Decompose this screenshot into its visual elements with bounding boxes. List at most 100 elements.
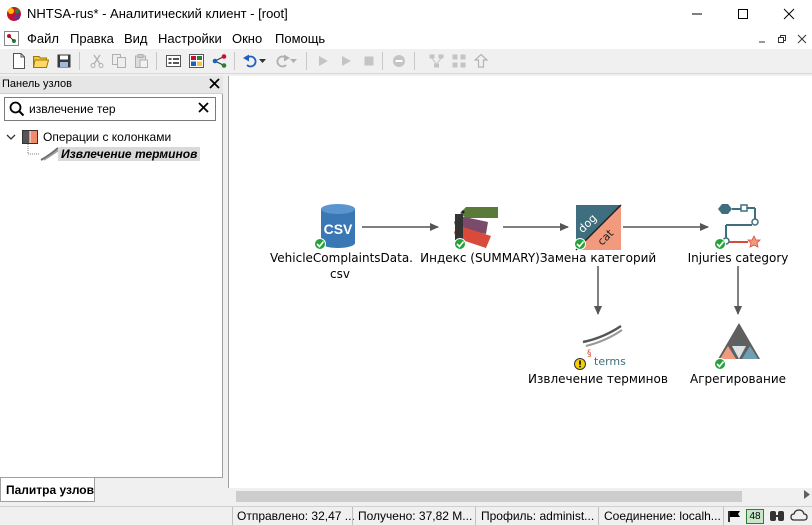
cancel-button[interactable]	[390, 52, 408, 70]
mdi-restore-button[interactable]	[776, 33, 788, 45]
server-load-badge: 48	[746, 509, 764, 524]
close-window-button[interactable]	[766, 0, 812, 28]
term-extraction-node-icon[interactable]: § terms	[582, 324, 626, 368]
properties-button[interactable]	[164, 52, 182, 70]
save-icon	[57, 54, 71, 68]
stop-button[interactable]	[360, 52, 378, 70]
copy-button[interactable]	[110, 52, 128, 70]
cancel-icon	[393, 55, 405, 67]
ok-status-icon	[454, 238, 466, 250]
maximize-button[interactable]	[720, 0, 766, 28]
workflow-canvas[interactable]	[228, 76, 812, 488]
new-button[interactable]	[10, 52, 28, 70]
mdi-close-button[interactable]	[796, 33, 808, 45]
node-label-replace: Замена категорий	[539, 251, 657, 265]
node-label-injuries: Injuries category	[687, 251, 789, 265]
menu-window[interactable]: Окно	[232, 31, 263, 46]
grid-button[interactable]	[450, 52, 468, 70]
open-button[interactable]	[32, 52, 50, 70]
scroll-right-button[interactable]	[804, 490, 810, 501]
node-search-input[interactable]	[29, 101, 189, 117]
close-icon	[797, 34, 807, 44]
minimize-icon	[759, 41, 765, 43]
injuries-category-node-icon[interactable]	[718, 204, 761, 248]
node-search-box	[4, 97, 216, 121]
status-received: Получено: 37,82 М...	[358, 509, 473, 523]
menu-view[interactable]: Вид	[124, 31, 148, 46]
restore-icon	[778, 35, 786, 43]
status-profile: Профиль: administ...	[481, 509, 595, 523]
node-label-csv-line2: csv	[330, 267, 350, 281]
paste-button[interactable]	[132, 52, 150, 70]
aggregate-node-icon[interactable]	[718, 323, 760, 359]
mdi-minimize-button[interactable]	[756, 33, 768, 45]
share-icon	[212, 54, 226, 68]
node-label-aggregate: Агрегирование	[689, 372, 787, 386]
terms-icon-text: terms	[594, 355, 626, 368]
stop-icon	[364, 56, 374, 66]
minimize-button[interactable]	[674, 0, 720, 28]
cut-button[interactable]	[88, 52, 106, 70]
index-node-icon[interactable]	[454, 207, 498, 248]
run-icon	[319, 56, 328, 66]
close-icon	[209, 78, 220, 89]
run-step-button[interactable]	[337, 52, 355, 70]
promote-button[interactable]	[472, 52, 490, 70]
run-step-icon	[342, 56, 351, 66]
open-icon	[33, 56, 49, 68]
csv-source-node-icon[interactable]: CSV	[321, 204, 355, 248]
window-title: NHTSA-rus* - Аналитический клиент - [roo…	[27, 6, 288, 21]
undo-icon	[243, 54, 257, 68]
menu-edit[interactable]: Правка	[70, 31, 114, 46]
menu-settings[interactable]: Настройки	[158, 31, 222, 46]
toolbar-separator	[306, 52, 307, 70]
menu-file[interactable]: Файл	[27, 31, 59, 46]
run-button[interactable]	[314, 52, 332, 70]
node-label-csv-line1: VehicleComplaintsData.	[270, 251, 413, 265]
toolbar-separator	[79, 52, 80, 70]
redo-icon	[276, 54, 290, 68]
redo-button[interactable]	[273, 52, 291, 70]
node-panel-title: Панель узлов	[2, 78, 72, 90]
chevron-down-icon	[6, 134, 16, 140]
close-icon	[783, 8, 795, 20]
warning-status-icon	[574, 358, 586, 370]
close-icon	[198, 102, 209, 113]
node-panel-header	[0, 76, 223, 94]
status-bar	[0, 506, 812, 525]
ok-status-icon	[314, 238, 326, 250]
csv-icon-text: CSV	[324, 221, 353, 237]
save-button[interactable]	[55, 52, 73, 70]
tree-expand-toggle[interactable]	[6, 131, 16, 145]
layout-button[interactable]	[427, 52, 445, 70]
chevron-right-icon	[804, 490, 810, 499]
flag-icon	[727, 510, 741, 525]
menu-help[interactable]: Помощь	[275, 31, 326, 46]
status-separator	[232, 507, 233, 525]
tree-item-term-extraction[interactable]: Извлечение терминов	[58, 147, 201, 161]
tree-group-label[interactable]: Операции с колонками	[43, 130, 172, 144]
status-separator	[475, 507, 476, 525]
toolbar-separator	[414, 52, 415, 70]
clear-search-button[interactable]	[198, 101, 209, 117]
tree-connector	[27, 144, 39, 155]
undo-dropdown[interactable]	[258, 52, 268, 70]
undo-button[interactable]	[242, 52, 260, 70]
redo-dropdown[interactable]	[289, 52, 299, 70]
share-button[interactable]	[210, 52, 228, 70]
status-sent: Отправлено: 32,47 ...	[237, 509, 355, 523]
minimize-icon	[692, 13, 702, 15]
tab-node-palette[interactable]: Палитра узлов	[0, 478, 95, 502]
term-fragment-text: §	[587, 349, 592, 359]
copy-icon	[112, 54, 126, 68]
column-ops-icon	[22, 130, 38, 147]
promote-icon	[474, 54, 488, 68]
menu-bar	[0, 28, 812, 49]
node-panel-close-button[interactable]	[209, 77, 221, 91]
palette-button[interactable]	[187, 52, 205, 70]
scrollbar-thumb[interactable]	[236, 491, 742, 502]
document-menu-icon[interactable]	[4, 31, 19, 46]
ok-status-icon	[714, 358, 726, 370]
cloud-status-icon	[790, 509, 808, 525]
